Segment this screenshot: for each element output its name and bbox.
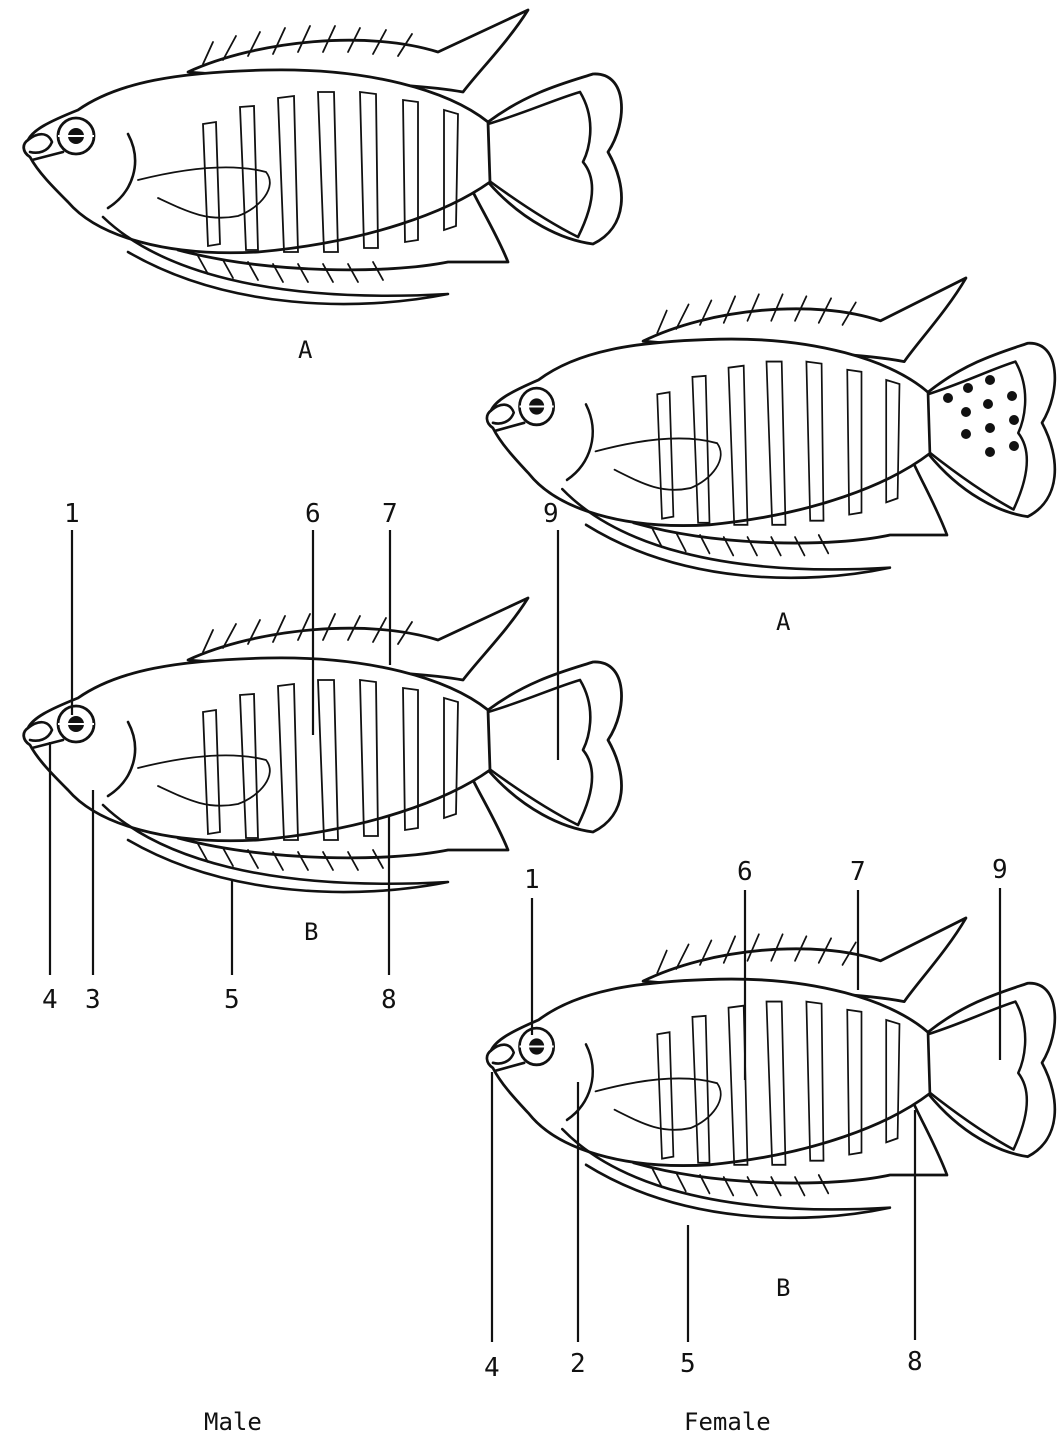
stage-label-female-a: A <box>776 608 791 636</box>
part-number: 4 <box>42 985 58 1015</box>
part-number: 5 <box>224 985 240 1015</box>
part-number: 2 <box>570 1349 586 1379</box>
part-number: 8 <box>907 1347 923 1377</box>
part-number: 7 <box>382 499 398 529</box>
part-number: 9 <box>543 499 559 529</box>
part-number: 6 <box>737 857 753 887</box>
caption-male: Male <box>204 1408 262 1436</box>
stage-label-male-b: B <box>304 918 318 946</box>
part-number: 7 <box>850 857 866 887</box>
stage-label-male-a: A <box>298 336 313 364</box>
part-number: 1 <box>524 865 540 895</box>
part-number: 6 <box>305 499 321 529</box>
part-number: 1 <box>64 499 80 529</box>
part-number: 9 <box>992 855 1008 885</box>
fish-male-stage-b <box>24 598 622 892</box>
fish-male-stage-a <box>24 10 622 304</box>
stage-label-female-b: B <box>776 1274 790 1302</box>
fish-female-stage-a <box>487 278 1055 578</box>
part-number: 4 <box>484 1353 500 1383</box>
part-number: 3 <box>85 985 101 1015</box>
caption-female: Female <box>684 1408 771 1436</box>
part-number: 5 <box>680 1349 696 1379</box>
part-number: 8 <box>381 985 397 1015</box>
fish-female-stage-b <box>487 918 1055 1218</box>
